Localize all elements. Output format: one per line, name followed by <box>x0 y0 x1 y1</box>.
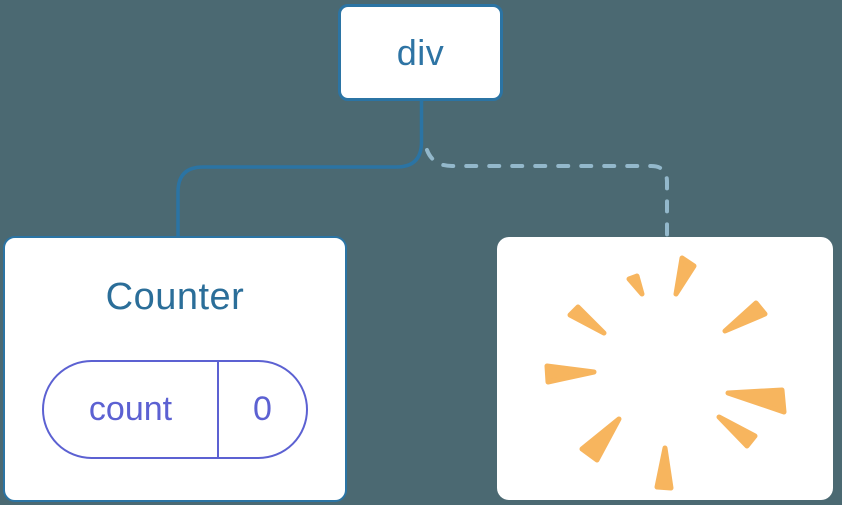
state-key-label: count <box>88 390 173 428</box>
dashed-edge-div-to-removed <box>425 148 669 238</box>
state-key-cell: count <box>44 362 219 457</box>
state-value-cell: 0 <box>219 362 306 457</box>
counter-node-title: Counter <box>105 276 245 318</box>
tree-node-div: div <box>338 4 503 101</box>
tree-node-removed <box>497 237 833 500</box>
poof-burst-icon <box>544 255 787 491</box>
div-node-label: div <box>396 31 445 73</box>
solid-edge-div-to-counter <box>176 99 424 238</box>
state-pill: count 0 <box>42 360 308 459</box>
state-value-label: 0 <box>253 390 272 428</box>
tree-node-counter: Counter count 0 <box>3 236 347 502</box>
